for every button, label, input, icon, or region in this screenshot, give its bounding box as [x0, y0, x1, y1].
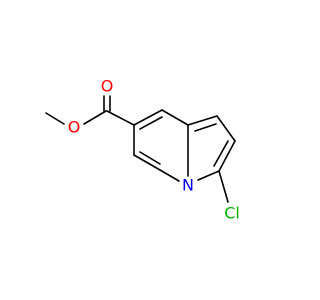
atom-cl: Cl [224, 204, 240, 223]
bond-c-cl [218, 170, 229, 203]
bond-ring-c1-c2 [133, 109, 163, 126]
bond-five-c3-c4 [187, 115, 218, 126]
molecule-svg: O O N Cl [45, 77, 240, 223]
bond-ring-c2-c3 [161, 109, 189, 126]
atom-o-carbonyl: O [101, 77, 114, 96]
bond-methyl-o [45, 112, 65, 125]
atom-n-ring: N [182, 176, 194, 195]
bond-five-c4-c5 [216, 115, 236, 142]
structure-diagram: O O N Cl [45, 77, 240, 223]
bond-ring-c5-n [159, 169, 180, 182]
bond-five-c6-n [197, 170, 220, 181]
atom-o-ester: O [68, 118, 81, 137]
bond-carbonyl-ring [106, 110, 135, 126]
bond-five-c5-c6 [218, 140, 236, 172]
bond-o-carbonyl-c [83, 110, 107, 125]
bond-ring-c6-c5 [133, 154, 161, 171]
bond-ring-c1-c2-inner [139, 116, 163, 130]
bond-five-c5-c6-inner [213, 140, 229, 167]
bond-five-c3-c4-inner [194, 123, 217, 132]
bond-ring-c6-c5-inner [139, 151, 161, 165]
